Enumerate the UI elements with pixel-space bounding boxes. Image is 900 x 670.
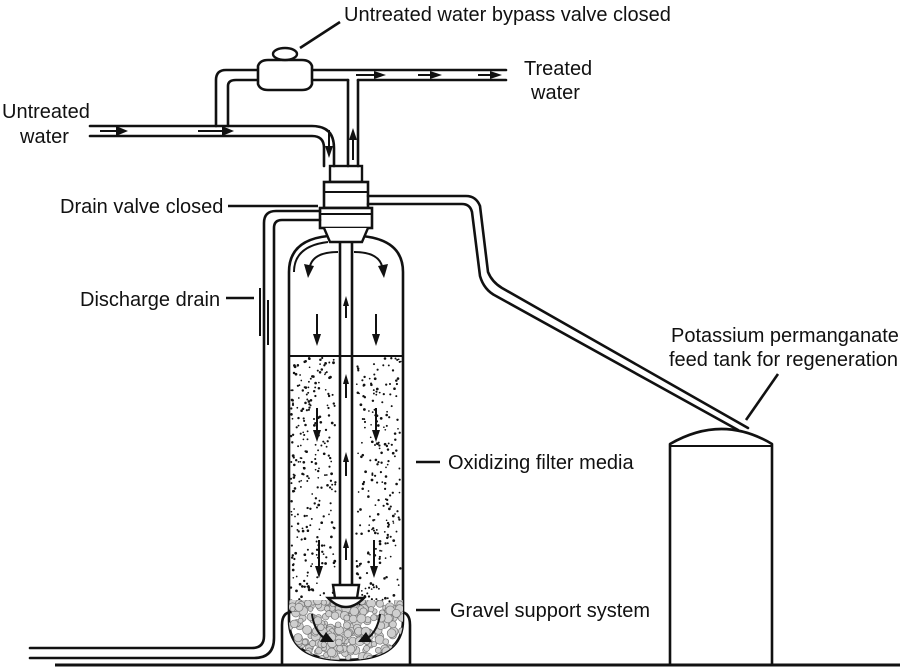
feed-tank-label-line1: Potassium permanganate <box>671 325 899 347</box>
treated-water-label-line1: Treated <box>524 58 592 80</box>
valve-head <box>318 164 374 244</box>
leader-lines <box>226 20 780 612</box>
feed-tank-label-line2: feed tank for regeneration <box>669 349 898 371</box>
flow-arrows <box>100 71 502 642</box>
discharge-drain-label: Discharge drain <box>80 289 220 311</box>
gravel-label: Gravel support system <box>450 600 650 622</box>
feed-line-pipe <box>366 194 750 432</box>
oxidizing-filter-media <box>290 355 402 606</box>
riser-tube <box>325 228 367 609</box>
untreated-water-label-line2: water <box>19 126 69 148</box>
drain-valve-label: Drain valve closed <box>60 196 223 218</box>
filter-tank <box>280 234 412 667</box>
untreated-water-label-line1: Untreated <box>2 101 90 123</box>
potassium-permanganate-feed-tank <box>668 427 774 667</box>
filter-media-label: Oxidizing filter media <box>448 452 635 474</box>
discharge-drain-pipe <box>28 209 322 660</box>
treated-water-label-line2: water <box>530 82 580 104</box>
bypass-loop-pipe <box>214 68 508 168</box>
bypass-valve-label: Untreated water bypass valve closed <box>344 4 671 26</box>
bypass-valve <box>256 46 314 92</box>
